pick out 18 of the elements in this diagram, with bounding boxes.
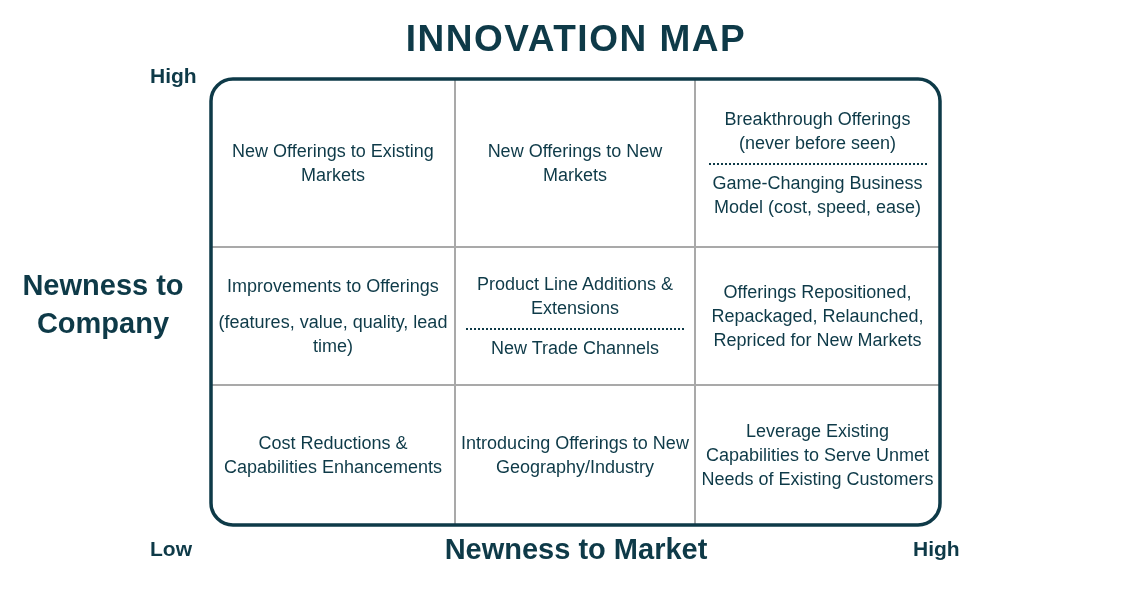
cell-text: Leverage Existing Capabilities to Serve Unmet Needs of Existing Customers — [700, 420, 935, 491]
title: INNOVATION MAP — [404, 18, 748, 60]
cell-text: Product Line Additions & Extensions — [475, 273, 675, 320]
cell-text: Offerings Repositioned, Repackaged, Relaunched, Repriced for New Markets — [710, 281, 925, 352]
cell-text: Cost Reductions & Capabilities Enhancements — [222, 432, 444, 479]
cell-text: Breakthrough Offerings (never before seen) — [723, 108, 912, 155]
axis-label: High — [913, 536, 960, 562]
axis-label: Low — [150, 536, 192, 562]
axis-title: Newness to Market — [443, 532, 709, 567]
axis-label: High — [150, 63, 197, 89]
cell-text: (features, value, quality, lead time) — [217, 311, 449, 358]
cell-text: Improvements to Offerings — [227, 275, 439, 298]
axis-title: Newness to Company — [21, 268, 185, 342]
cell-text: New Trade Channels — [490, 337, 660, 360]
cell-text: Game-Changing Business Model (cost, speed, ease) — [711, 172, 924, 219]
cell-text: New Offerings to New Markets — [486, 140, 664, 187]
cell-text: Introducing Offerings to New Geography/Industry — [460, 432, 690, 479]
cell-text: New Offerings to Existing Markets — [231, 140, 435, 187]
